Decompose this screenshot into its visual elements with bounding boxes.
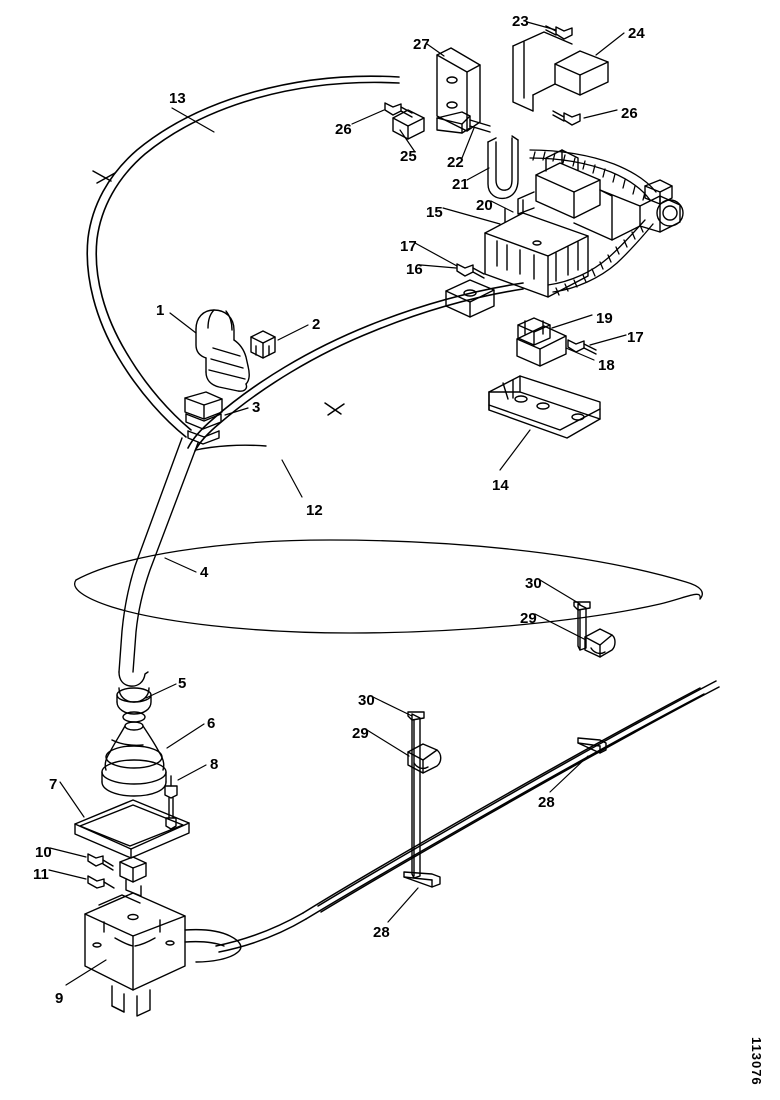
- part-2-clip: [250, 330, 276, 359]
- part-30-bolt-lower: [407, 711, 425, 879]
- callout-16: 16: [406, 261, 423, 278]
- callout-30: 30: [525, 575, 542, 592]
- linkage-rods: [215, 680, 720, 953]
- valve-block: [517, 149, 684, 241]
- part-27-bracket: [436, 47, 481, 132]
- floor-outline: [74, 539, 703, 634]
- part-8-bolt: [164, 775, 178, 830]
- part-24-bracket: [512, 31, 609, 112]
- callout-24: 24: [628, 25, 645, 42]
- callout-11: 11: [33, 866, 49, 883]
- part-15-switch-housing: [484, 199, 589, 298]
- callout-1: 1: [156, 302, 165, 319]
- control-cable-outer: [86, 75, 400, 438]
- callout-19: 19: [596, 310, 613, 327]
- callout-3: 3: [252, 399, 261, 416]
- part-16-plate: [445, 279, 495, 318]
- leader-lines: [48, 21, 627, 986]
- callout-20: 20: [476, 197, 493, 214]
- part-25-small-bracket: [392, 109, 425, 140]
- callout-22: 22: [447, 154, 464, 171]
- part-30-bolt-upper: [573, 601, 591, 651]
- flexible-conduit: [529, 149, 657, 296]
- part-26-screw-left: [384, 102, 413, 118]
- callout-10: 10: [35, 844, 52, 861]
- part-28-pin-upper: [577, 737, 607, 754]
- part-29-clip-upper: [584, 628, 616, 658]
- part-5-boot-ring: [116, 687, 152, 723]
- callout-9: 9: [55, 990, 64, 1007]
- part-26-screw-right: [552, 110, 581, 126]
- callout-29: 29: [520, 610, 537, 627]
- callout-28b: 28: [373, 924, 390, 941]
- callout-26b: 26: [621, 105, 638, 122]
- callout-17: 17: [400, 238, 417, 255]
- callout-29b: 29: [352, 725, 369, 742]
- part-1-shift-knob: [195, 309, 251, 392]
- part-9-housing: [84, 856, 242, 1017]
- drawing-number: 113076: [749, 1037, 764, 1086]
- callout-17b: 17: [627, 329, 644, 346]
- part-10-bolt: [87, 853, 114, 871]
- callout-13: 13: [169, 90, 186, 107]
- part-28-pin-lower: [403, 871, 441, 888]
- callout-27: 27: [413, 36, 430, 53]
- callout-28: 28: [538, 794, 555, 811]
- part-12-cable-lower: [195, 444, 267, 451]
- callout-4: 4: [200, 564, 209, 581]
- callout-26: 26: [335, 121, 352, 138]
- callout-25: 25: [400, 148, 417, 165]
- callout-14: 14: [492, 477, 509, 494]
- part-11-washer: [87, 875, 115, 889]
- part-14-mounting-bracket: [488, 375, 601, 439]
- callout-21: 21: [452, 176, 469, 193]
- part-6-bellows-boot: [101, 721, 167, 797]
- part-17-screw-lower: [567, 339, 597, 355]
- callout-23: 23: [512, 13, 529, 30]
- part-19-clip: [517, 317, 551, 346]
- callout-12: 12: [306, 502, 323, 519]
- part-18-bracket: [516, 325, 567, 367]
- callout-30b: 30: [358, 692, 375, 709]
- part-21-u-bracket: [487, 135, 519, 200]
- part-4-lever-rod: [118, 437, 199, 687]
- callout-7: 7: [49, 776, 58, 793]
- part-29-clip-lower: [407, 743, 442, 774]
- callout-18: 18: [598, 357, 615, 374]
- callout-2: 2: [312, 316, 321, 333]
- callout-6: 6: [207, 715, 216, 732]
- callout-8: 8: [210, 756, 219, 773]
- part-3-bush: [184, 391, 223, 445]
- cable-break-marks: [92, 170, 345, 416]
- control-cable-inner: [187, 282, 524, 452]
- part-17-screw-upper: [456, 263, 485, 279]
- callout-5: 5: [178, 675, 187, 692]
- callout-15: 15: [426, 204, 443, 221]
